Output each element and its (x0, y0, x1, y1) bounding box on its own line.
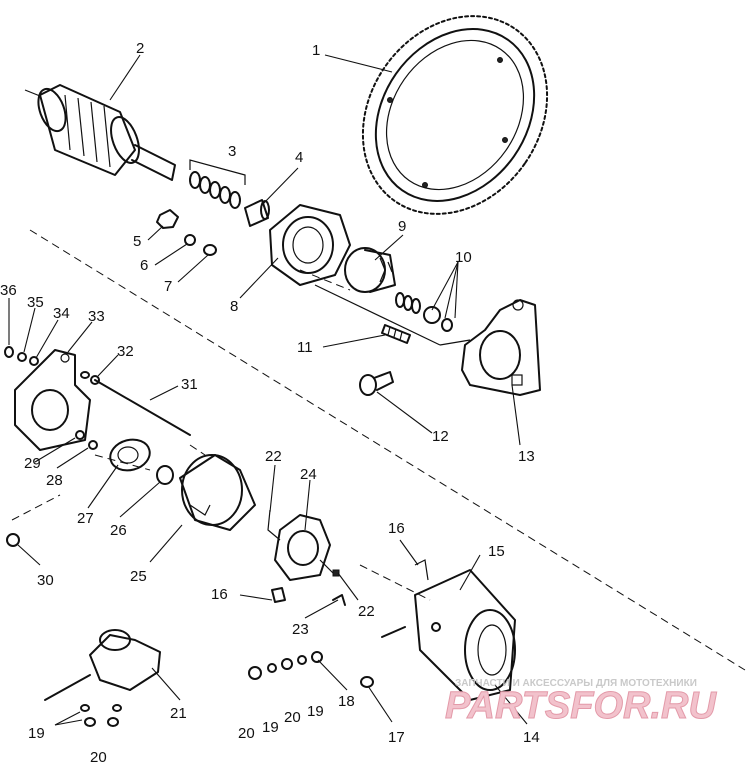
callout-27: 27 (77, 510, 94, 527)
bushing (244, 199, 270, 227)
callout-23: 23 (292, 621, 309, 638)
brush-plate (75, 430, 151, 472)
end-plate-fasteners (4, 346, 39, 366)
watermark-logo: PARTSFOR.RU (445, 685, 717, 727)
callout-34: 34 (53, 305, 70, 322)
callout-15: 15 (488, 543, 505, 560)
callout-19-a: 19 (262, 719, 279, 736)
callout-35: 35 (27, 294, 44, 311)
clutch-spring-set (395, 292, 453, 332)
pin (381, 324, 411, 344)
callout-31: 31 (181, 376, 198, 393)
armature (24, 84, 176, 181)
field-housing (179, 454, 256, 531)
callout-20-c: 20 (90, 749, 107, 765)
callout-25: 25 (130, 568, 147, 585)
leader-lines (8, 54, 528, 726)
callout-labels: 1 2 3 4 5 6 7 8 9 10 11 12 13 14 15 16 1… (0, 40, 540, 765)
callout-26: 26 (110, 522, 127, 539)
callout-17: 17 (388, 729, 405, 746)
commutator-end-plate (14, 349, 91, 451)
mounting-bracket (461, 299, 541, 396)
callout-1: 1 (312, 42, 320, 59)
callout-12: 12 (432, 428, 449, 445)
callout-7: 7 (164, 278, 172, 295)
callout-11: 11 (297, 339, 313, 356)
nut-washer-set (156, 209, 217, 256)
callout-6: 6 (140, 257, 148, 274)
callout-2: 2 (136, 40, 144, 57)
through-bolt (80, 371, 191, 436)
callout-14: 14 (523, 729, 540, 746)
callout-3: 3 (228, 143, 236, 160)
assembly-guide-lines (11, 229, 746, 671)
callout-30: 30 (37, 572, 54, 589)
callout-16-upper: 16 (388, 520, 405, 537)
callout-9: 9 (398, 218, 406, 235)
callout-29: 29 (24, 455, 41, 472)
drive-end-cover (269, 204, 351, 286)
commutator-bushing (156, 465, 174, 485)
callout-10: 10 (455, 249, 472, 266)
callout-16-lower: 16 (211, 586, 228, 603)
callout-22-lower: 22 (358, 603, 375, 620)
bolt (359, 371, 394, 396)
pinion-gear (344, 247, 396, 293)
callout-21: 21 (170, 705, 187, 722)
callout-19-c: 19 (28, 725, 45, 742)
brush-holder (267, 509, 340, 581)
solenoid (44, 629, 161, 727)
callout-33: 33 (88, 308, 105, 325)
callout-28: 28 (46, 472, 63, 489)
callout-18: 18 (338, 693, 355, 710)
callout-22-upper: 22 (265, 448, 282, 465)
ring-gear (361, 15, 549, 215)
callout-32: 32 (117, 343, 134, 360)
callout-13: 13 (518, 448, 535, 465)
screw (6, 533, 20, 547)
watermark: ЗАПЧАСТИ И АКСЕССУАРЫ ДЛЯ МОТОТЕХНИКИ PA… (445, 678, 718, 728)
callout-20-a: 20 (238, 725, 255, 742)
callout-8: 8 (230, 298, 238, 315)
watermark-subtitle: ЗАПЧАСТИ И АКСЕССУАРЫ ДЛЯ МОТОТЕХНИКИ (455, 678, 697, 689)
callout-24: 24 (300, 466, 317, 483)
yoke-housing (414, 559, 516, 701)
terminal-fasteners (248, 626, 406, 688)
callout-5: 5 (133, 233, 141, 250)
callout-36: 36 (0, 282, 17, 299)
callout-4: 4 (295, 149, 303, 166)
callout-20-b: 20 (284, 709, 301, 726)
callout-19-b: 19 (307, 703, 324, 720)
spring (189, 159, 246, 209)
brush-clips (271, 587, 346, 606)
